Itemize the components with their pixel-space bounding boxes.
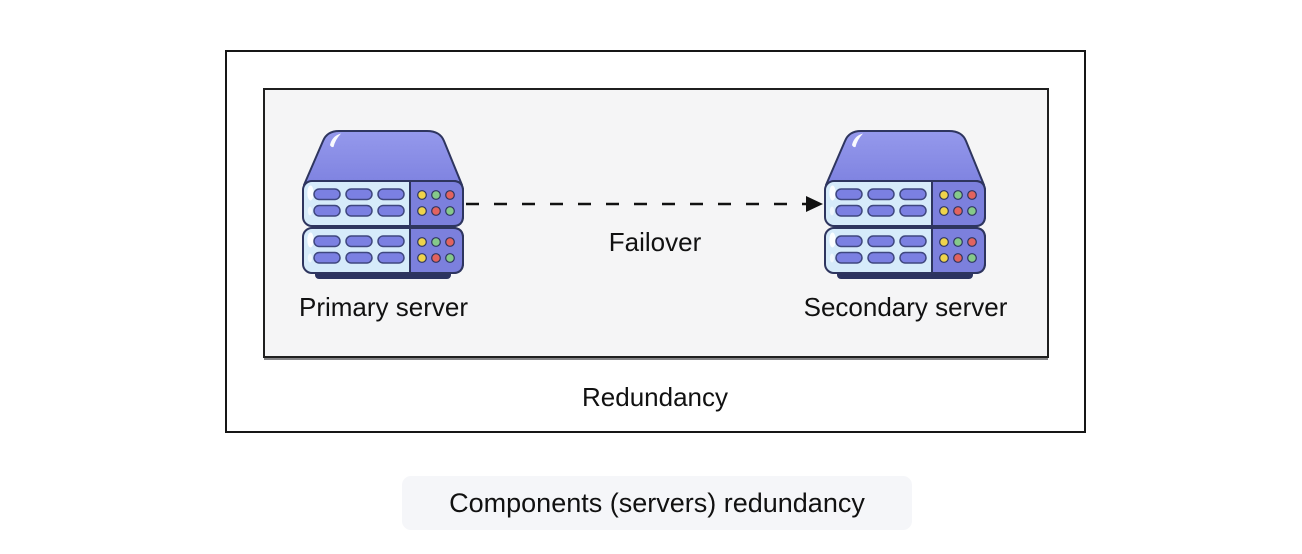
failover-edge-label: Failover (608, 227, 702, 257)
diagram-caption-box: Components (servers) redundancy (402, 476, 912, 530)
node-label-primary-server: Primary server (298, 292, 468, 322)
server-stack-icon (301, 127, 465, 283)
server-stack-icon (823, 127, 987, 283)
arrowhead-icon (806, 196, 823, 212)
redundancy-group-label: Redundancy (582, 382, 728, 412)
failover-arrow (466, 196, 823, 212)
node-label-secondary-server: Secondary server (803, 292, 1008, 322)
diagram-caption-text: Components (servers) redundancy (449, 487, 865, 518)
